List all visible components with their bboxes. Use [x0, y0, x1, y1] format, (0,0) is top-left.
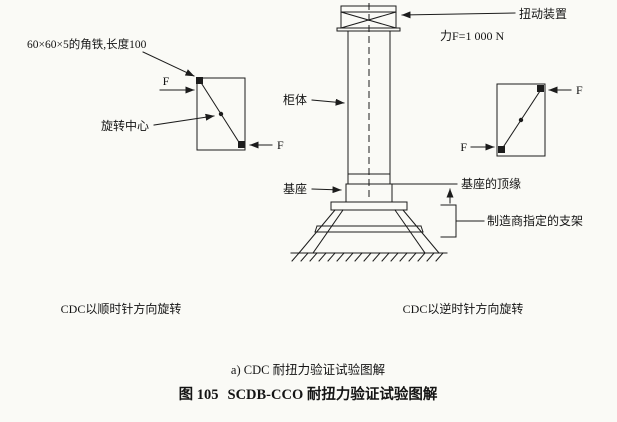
ground-hatching: [290, 252, 448, 262]
figure-caption-label: 图 105: [179, 386, 219, 403]
figure-caption: 图 105 SCDB-CCO 耐扭力验证试验图解: [179, 385, 438, 403]
label-manufacturer-bracket: 制造商指定的支架: [487, 213, 583, 228]
label-force-value: 力F=1 000 N: [440, 29, 504, 43]
label-f-right-bottom: F: [460, 140, 467, 154]
support-frame-drawing: [298, 201, 440, 254]
label-f-right-top: F: [576, 83, 583, 97]
figure-caption-title: SCDB-CCO 耐扭力验证试验图解: [228, 385, 438, 403]
right-rotation-diagram: [470, 83, 572, 157]
note-counterclockwise: CDC以逆时针方向旋转: [403, 301, 524, 316]
label-angle-iron: 60×60×5的角铁,长度100: [27, 37, 147, 51]
angle-iron-end-bottom-left: [498, 146, 505, 153]
label-f-left-bottom: F: [277, 138, 284, 152]
label-base: 基座: [283, 181, 307, 196]
subcaption: a) CDC 耐扭力验证试验图解: [231, 362, 385, 377]
left-rotation-diagram: [159, 77, 273, 151]
angle-iron-end-top-right: [537, 85, 544, 92]
label-rotation-center: 旋转中心: [101, 118, 149, 133]
rotation-center-dot-left: [218, 111, 224, 117]
angle-iron-end-bottom-right: [238, 141, 245, 148]
label-torsion-device: 扭动装置: [519, 7, 567, 21]
leader-lines: [142, 11, 516, 238]
rotation-center-dot-right: [518, 117, 524, 123]
label-cabinet: 柜体: [283, 93, 307, 107]
label-base-top-edge: 基座的顶缘: [461, 176, 521, 191]
cabinet-body-drawing: [347, 30, 391, 185]
angle-iron-end-top-left: [196, 77, 203, 84]
label-f-left-top: F: [163, 74, 170, 88]
note-clockwise: CDC以顺时针方向旋转: [61, 301, 182, 316]
